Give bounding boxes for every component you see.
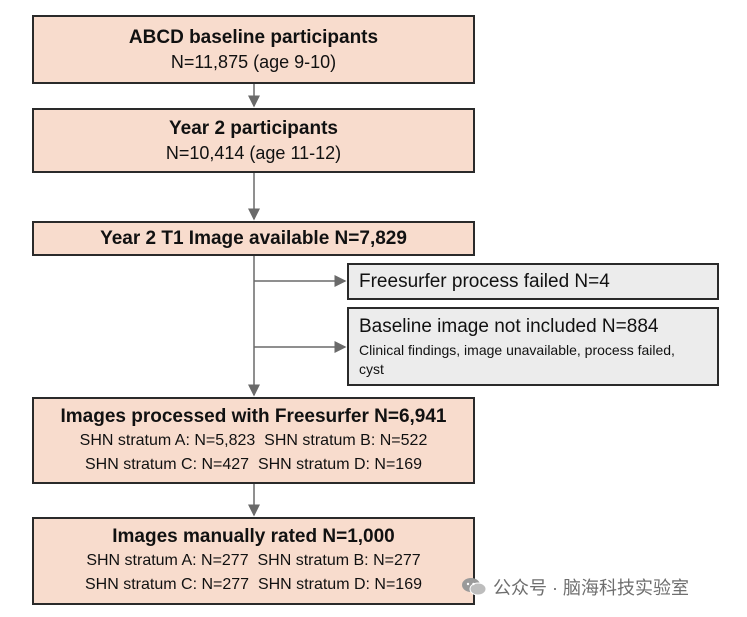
year2-sub: N=10,414 (age 11-12) xyxy=(165,142,342,163)
rated-title: Images manually rated N=1,000 xyxy=(112,526,395,547)
baseline-box: ABCD baseline participants N=11,875 (age… xyxy=(32,15,475,84)
baseline-excluded-box: Baseline image not included N=884 Clinic… xyxy=(347,307,719,386)
year2-title: Year 2 participants xyxy=(169,117,338,139)
freesurfer-failed-title: Freesurfer process failed N=4 xyxy=(359,270,610,292)
baseline-excluded-detail: Clinical findings, image unavailable, pr… xyxy=(359,341,675,377)
baseline-excluded-title: Baseline image not included N=884 xyxy=(359,315,659,337)
watermark-text: 公众号 · 脑海科技实验室 xyxy=(493,578,689,598)
wechat-icon xyxy=(462,578,487,596)
rated-row-2: SHN stratum C: N=277 SHN stratum D: N=16… xyxy=(85,576,422,593)
t1-box: Year 2 T1 Image available N=7,829 xyxy=(32,221,475,256)
t1-title: Year 2 T1 Image available N=7,829 xyxy=(100,227,407,249)
watermark: 公众号 · 脑海科技实验室 xyxy=(461,574,689,600)
rated-row-1: SHN stratum A: N=277 SHN stratum B: N=27… xyxy=(86,552,421,569)
rated-box: Images manually rated N=1,000 SHN stratu… xyxy=(32,517,475,605)
baseline-sub: N=11,875 (age 9-10) xyxy=(170,51,337,72)
processed-box: Images processed with Freesurfer N=6,941… xyxy=(32,397,475,484)
baseline-title: ABCD baseline participants xyxy=(128,26,379,48)
freesurfer-failed-box: Freesurfer process failed N=4 xyxy=(347,263,719,300)
year2-box: Year 2 participants N=10,414 (age 11-12) xyxy=(32,108,475,173)
processed-title: Images processed with Freesurfer N=6,941 xyxy=(60,405,447,427)
processed-row-2: SHN stratum C: N=427 SHN stratum D: N=16… xyxy=(85,455,422,473)
processed-row-1: SHN stratum A: N=5,823 SHN stratum B: N=… xyxy=(79,431,428,449)
